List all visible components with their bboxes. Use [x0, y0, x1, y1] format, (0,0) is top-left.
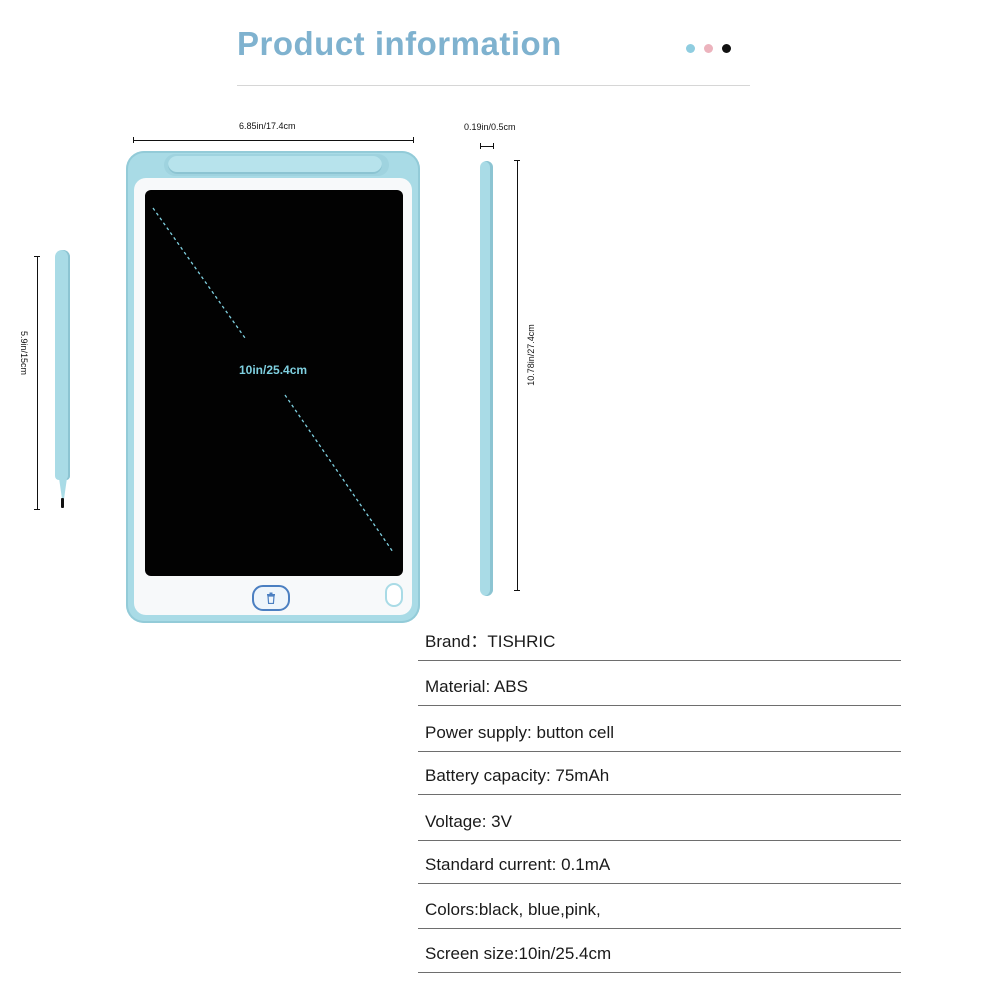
title-divider	[237, 85, 750, 86]
trash-icon	[267, 592, 275, 604]
spec-brand: Brand：TISHRIC	[425, 632, 556, 651]
screen-diagonal-label: 10in/25.4cm	[239, 363, 308, 377]
page-title: Product information	[237, 25, 562, 62]
stylus-pen	[55, 250, 70, 480]
lcd-screen	[145, 190, 403, 576]
thickness-dimension-line	[480, 146, 494, 147]
thickness-dimension-tick-left	[480, 143, 481, 149]
height-dimension-label: 10.78in/27.4cm	[526, 324, 536, 386]
stylus-dimension-label: 5.9in/15cm	[19, 330, 29, 376]
height-dimension-tick-top	[514, 160, 520, 161]
spec-row: Power supply: button cell	[418, 707, 901, 752]
stylus-nib	[61, 498, 64, 508]
spec-battery-capacity: Battery capacity: 75mAh	[425, 766, 610, 785]
spec-standard-current: Standard current: 0.1mA	[425, 855, 611, 874]
spec-colors: Colors:black, blue,pink,	[425, 900, 601, 919]
thickness-dimension-label: 0.19in/0.5cm	[464, 122, 516, 132]
stylus-dimension-line	[37, 256, 38, 510]
spec-screen-size: Screen size:10in/25.4cm	[425, 944, 612, 963]
lock-switch[interactable]	[385, 583, 403, 607]
tablet-side-profile	[480, 161, 493, 596]
width-dimension-line	[133, 140, 414, 141]
width-dimension-label: 6.85in/17.4cm	[239, 121, 296, 131]
spec-voltage: Voltage: 3V	[425, 812, 512, 831]
spec-row: Material: ABS	[418, 661, 901, 706]
spec-row: Colors:black, blue,pink,	[418, 884, 901, 929]
spec-row: Standard current: 0.1mA	[418, 839, 901, 884]
stylus-tip	[59, 478, 67, 506]
spec-row: Battery capacity: 75mAh	[418, 750, 901, 795]
height-dimension-line	[517, 160, 518, 591]
color-dot-black	[722, 44, 731, 53]
docked-pen	[168, 156, 382, 174]
spec-row: Screen size:10in/25.4cm	[418, 928, 901, 973]
color-dot-blue	[686, 44, 695, 53]
width-dimension-tick-left	[133, 137, 134, 143]
spec-power-supply: Power supply: button cell	[425, 723, 614, 742]
stylus-dimension-tick-top	[34, 256, 40, 257]
stylus-dimension-tick-bottom	[34, 509, 40, 510]
spec-row: Voltage: 3V	[418, 796, 901, 841]
height-dimension-tick-bottom	[514, 590, 520, 591]
thickness-dimension-tick-right	[493, 143, 494, 149]
width-dimension-tick-right	[413, 137, 414, 143]
spec-row: Brand：TISHRIC	[418, 616, 901, 661]
color-dot-pink	[704, 44, 713, 53]
diagonal-measure-lines	[152, 207, 394, 553]
clear-button[interactable]	[252, 585, 290, 611]
spec-material: Material: ABS	[425, 677, 528, 696]
